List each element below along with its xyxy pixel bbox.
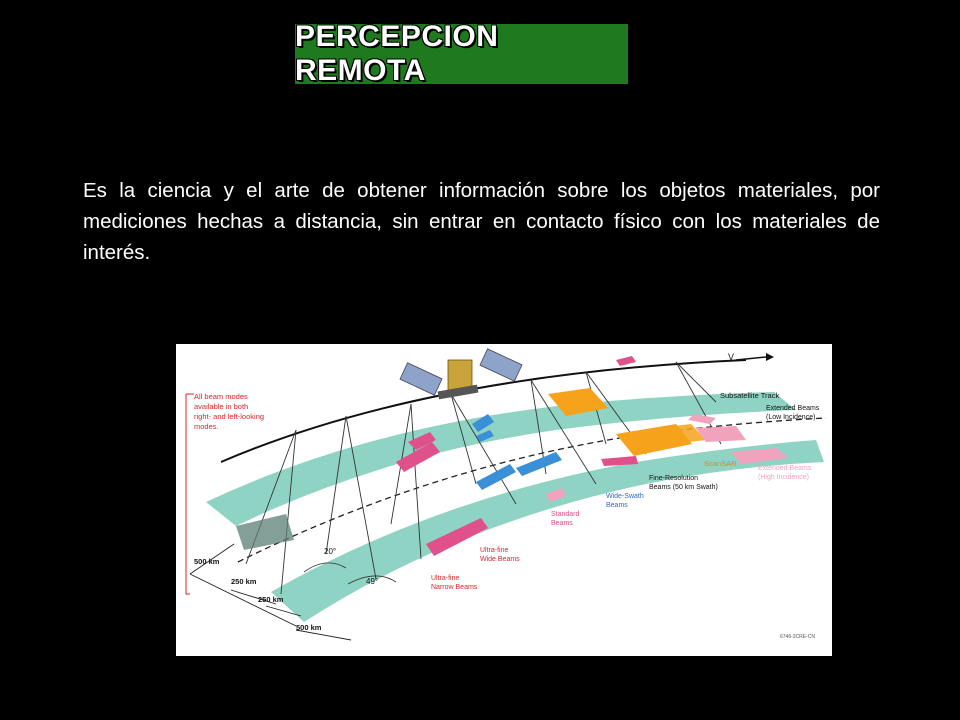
- fine-resolution-label-1: Fine-Resolution: [649, 475, 698, 482]
- angle-arc-49: [347, 575, 397, 585]
- extended-high-label-2: (High Incidence): [758, 474, 809, 481]
- slide-title: PERCEPCION REMOTA: [295, 20, 499, 87]
- extended-low-label-2: (Low Incidence): [766, 414, 815, 421]
- wide-swath-label-2: Beams: [606, 502, 628, 509]
- distance-markers: [189, 543, 352, 641]
- note-line-2: available in both: [194, 402, 248, 411]
- ultrafine-narrow-label-2: Narrow Beams: [431, 584, 478, 591]
- standard-beams-label-2: Beams: [551, 520, 573, 527]
- note-line-3: right- and left-looking: [194, 412, 264, 421]
- slide-title-box: PERCEPCION REMOTA: [295, 20, 628, 87]
- note-line-1: All beam modes: [194, 392, 248, 401]
- slide-body-text: Es la ciencia y el arte de obtener infor…: [83, 179, 880, 264]
- wide-swath-label-1: Wide-Swath: [606, 493, 644, 500]
- standard-beams-label-1: Standard: [551, 511, 580, 518]
- fine-resolution-label-2: Beams (50 km Swath): [649, 484, 718, 491]
- distance-250-a-label: 250 km: [231, 577, 257, 586]
- distance-500-bottom-label: 500 km: [296, 623, 322, 632]
- angle-20-label: 20°: [324, 547, 336, 556]
- figure-code-label: 6746-3CRE-CN: [780, 634, 815, 640]
- angle-arc-20: [303, 562, 347, 573]
- distance-500-top-label: 500 km: [194, 557, 220, 566]
- red-annotation-lines: [185, 393, 194, 595]
- extended-high-label-1: Extended Beams: [758, 465, 812, 472]
- beam-modes-diagram: All beam modes available in both right- …: [185, 348, 827, 641]
- scansar-label: ScanSAR: [704, 459, 737, 468]
- extended-low-label-1: Extended Beams: [766, 405, 820, 412]
- note-line-4: modes.: [194, 422, 219, 431]
- outer-swath-band: [206, 392, 796, 526]
- ultrafine-wide-label-2: Wide Beams: [480, 556, 520, 563]
- beam-modes-note: All beam modes available in both right- …: [194, 392, 264, 431]
- radarsat-beam-modes-figure: All beam modes available in both right- …: [176, 344, 832, 656]
- beam-footprints: [236, 356, 788, 556]
- angle-49-label: 49°: [366, 577, 378, 586]
- distance-250-b-label: 250 km: [258, 595, 284, 604]
- nadir-dashed-line: [237, 417, 827, 563]
- velocity-label: V: [728, 352, 734, 362]
- subsatellite-track-label: Subsatellite Track: [720, 391, 779, 400]
- ultrafine-narrow-label-1: Ultra-fine: [431, 575, 460, 582]
- ultrafine-wide-label-1: Ultra-fine: [480, 547, 509, 554]
- satellite-icon: [399, 348, 523, 400]
